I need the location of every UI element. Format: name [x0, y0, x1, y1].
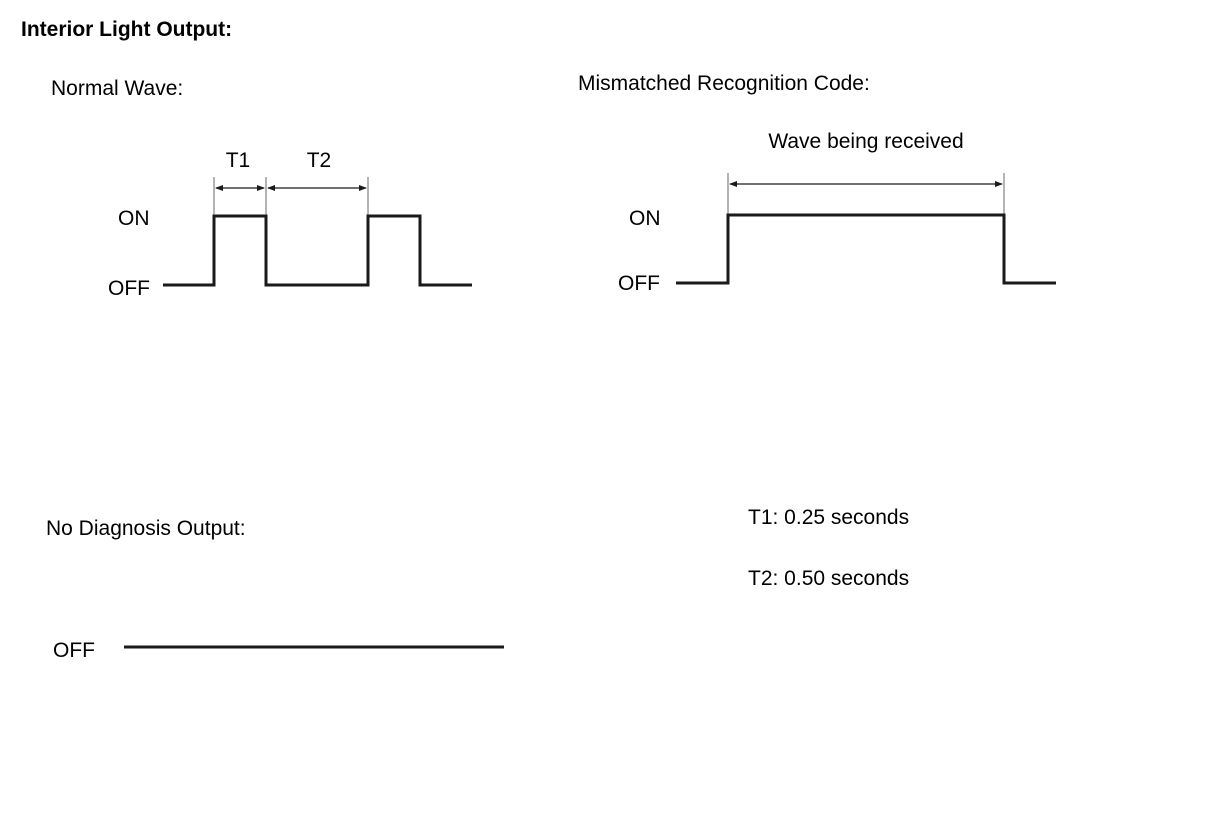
mismatched-waveform	[676, 213, 1056, 285]
t1-duration-note: T1: 0.25 seconds	[748, 506, 909, 529]
mismatched-off-label: OFF	[618, 272, 660, 295]
mismatched-on-label: ON	[629, 207, 661, 230]
t2-duration-note: T2: 0.50 seconds	[748, 567, 909, 590]
normal-off-label: OFF	[108, 277, 150, 300]
no-diagnosis-off-label: OFF	[53, 639, 95, 662]
normal-wave-section: Normal Wave: T1 T2 ON OFF	[51, 77, 472, 300]
normal-on-label: ON	[118, 207, 150, 230]
t1-label: T1	[226, 149, 251, 172]
no-diagnosis-heading: No Diagnosis Output:	[46, 517, 246, 540]
diagram-title: Interior Light Output:	[21, 18, 232, 41]
mismatched-code-section: Mismatched Recognition Code: Wave being …	[578, 72, 1056, 295]
t2-label: T2	[307, 149, 332, 172]
wave-being-received-label: Wave being received	[768, 130, 963, 153]
normal-waveform	[163, 214, 472, 287]
mismatched-heading: Mismatched Recognition Code:	[578, 72, 870, 95]
normal-wave-heading: Normal Wave:	[51, 77, 183, 100]
no-diagnosis-section: No Diagnosis Output: OFF	[46, 517, 504, 662]
timing-notes: T1: 0.25 seconds T2: 0.50 seconds	[748, 506, 909, 590]
